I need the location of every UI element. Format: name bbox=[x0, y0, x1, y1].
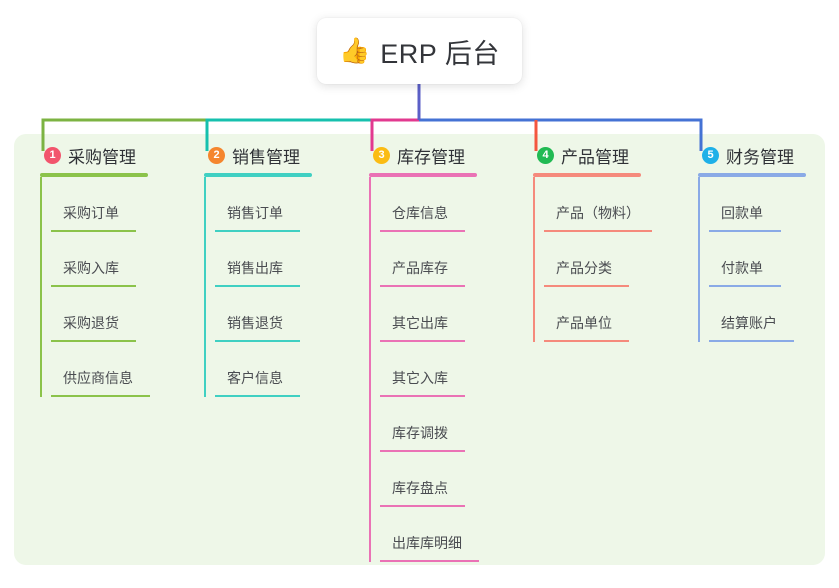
branch-items-2: 销售订单销售出库销售退货客户信息 bbox=[204, 177, 312, 397]
list-item-label: 仓库信息 bbox=[392, 205, 448, 221]
list-item-rule bbox=[380, 340, 465, 342]
list-item-rule bbox=[51, 285, 136, 287]
list-item-label: 供应商信息 bbox=[63, 370, 133, 386]
branch-column-5: 5 财务管理回款单付款单结算账户 bbox=[698, 142, 806, 342]
list-item-label: 产品分类 bbox=[556, 260, 612, 276]
branch-items-1: 采购订单采购入库采购退货供应商信息 bbox=[40, 177, 150, 397]
branch-title-3: 库存管理 bbox=[397, 147, 465, 167]
list-item-rule bbox=[51, 340, 136, 342]
list-item[interactable]: 其它出库 bbox=[380, 287, 477, 342]
list-item-rule bbox=[380, 230, 465, 232]
branch-badge-5: 5 bbox=[702, 146, 719, 164]
list-item[interactable]: 产品（物料） bbox=[544, 177, 652, 232]
branch-header-4[interactable]: 4 产品管理 bbox=[533, 142, 641, 168]
branch-column-3: 3 库存管理仓库信息产品库存其它出库其它入库库存调拨库存盘点出库库明细 bbox=[369, 142, 479, 562]
branch-header-rule-2 bbox=[204, 173, 312, 177]
branch-title-4: 产品管理 bbox=[561, 147, 629, 167]
list-item[interactable]: 仓库信息 bbox=[380, 177, 477, 232]
list-item-rule bbox=[709, 285, 781, 287]
list-item-rule bbox=[51, 395, 150, 397]
list-item-rule bbox=[215, 340, 300, 342]
list-item-label: 采购订单 bbox=[63, 205, 119, 221]
root-node-erp-backend[interactable]: 👍 ERP 后台 bbox=[317, 18, 522, 84]
branch-items-4: 产品（物料） 产品分类产品单位 bbox=[533, 177, 652, 342]
list-item-label: 销售出库 bbox=[227, 260, 283, 276]
list-item-label: 其它入库 bbox=[392, 370, 448, 386]
branch-header-rule-3 bbox=[369, 173, 477, 177]
branch-badge-3: 3 bbox=[373, 146, 390, 164]
list-item-rule bbox=[544, 340, 629, 342]
list-item[interactable]: 库存调拨 bbox=[380, 397, 477, 452]
list-item-label: 出库库明细 bbox=[392, 535, 462, 551]
branch-title-2: 销售管理 bbox=[232, 147, 300, 167]
branch-column-2: 2 销售管理销售订单销售出库销售退货客户信息 bbox=[204, 142, 312, 397]
list-item-rule bbox=[215, 395, 300, 397]
list-item-rule bbox=[380, 285, 465, 287]
list-item[interactable]: 出库库明细 bbox=[380, 507, 479, 562]
branch-header-5[interactable]: 5 财务管理 bbox=[698, 142, 806, 168]
list-item[interactable]: 产品库存 bbox=[380, 232, 477, 287]
branch-items-3: 仓库信息产品库存其它出库其它入库库存调拨库存盘点出库库明细 bbox=[369, 177, 479, 562]
list-item-rule bbox=[380, 450, 465, 452]
list-item[interactable]: 产品分类 bbox=[544, 232, 641, 287]
list-item[interactable]: 客户信息 bbox=[215, 342, 312, 397]
list-item-rule bbox=[215, 285, 300, 287]
list-item[interactable]: 采购订单 bbox=[51, 177, 148, 232]
list-item-rule bbox=[709, 340, 794, 342]
list-item[interactable]: 销售订单 bbox=[215, 177, 312, 232]
list-item[interactable]: 产品单位 bbox=[544, 287, 641, 342]
list-item-rule bbox=[215, 230, 300, 232]
branch-header-rule-1 bbox=[40, 173, 148, 177]
list-item[interactable]: 供应商信息 bbox=[51, 342, 150, 397]
list-item[interactable]: 回款单 bbox=[709, 177, 806, 232]
list-item-rule bbox=[380, 560, 479, 562]
list-item[interactable]: 销售出库 bbox=[215, 232, 312, 287]
list-item[interactable]: 付款单 bbox=[709, 232, 806, 287]
root-node-title: ERP 后台 bbox=[380, 38, 500, 69]
branch-header-rule-5 bbox=[698, 173, 806, 177]
list-item[interactable]: 库存盘点 bbox=[380, 452, 477, 507]
list-item-label: 产品（物料） bbox=[556, 205, 640, 221]
list-item[interactable]: 结算账户 bbox=[709, 287, 806, 342]
list-item-label: 采购入库 bbox=[63, 260, 119, 276]
list-item-label: 销售订单 bbox=[227, 205, 283, 221]
list-item[interactable]: 采购入库 bbox=[51, 232, 148, 287]
list-item-rule bbox=[544, 285, 629, 287]
branch-header-3[interactable]: 3 库存管理 bbox=[369, 142, 477, 168]
list-item-label: 销售退货 bbox=[227, 315, 283, 331]
branch-header-rule-4 bbox=[533, 173, 641, 177]
list-item-rule bbox=[380, 395, 465, 397]
list-item-label: 产品库存 bbox=[392, 260, 448, 276]
branch-badge-1: 1 bbox=[44, 146, 61, 164]
list-item-label: 客户信息 bbox=[227, 370, 283, 386]
list-item[interactable]: 其它入库 bbox=[380, 342, 477, 397]
branch-title-5: 财务管理 bbox=[726, 147, 794, 167]
branch-title-1: 采购管理 bbox=[68, 147, 136, 167]
branch-items-5: 回款单付款单结算账户 bbox=[698, 177, 806, 342]
branch-badge-2: 2 bbox=[208, 146, 225, 164]
list-item[interactable]: 采购退货 bbox=[51, 287, 148, 342]
list-item-rule bbox=[51, 230, 136, 232]
list-item-label: 付款单 bbox=[721, 260, 763, 276]
list-item-label: 其它出库 bbox=[392, 315, 448, 331]
list-item-label: 库存盘点 bbox=[392, 480, 448, 496]
branch-column-1: 1 采购管理采购订单采购入库采购退货供应商信息 bbox=[40, 142, 150, 397]
branch-badge-4: 4 bbox=[537, 146, 554, 164]
thumbs-up-icon: 👍 bbox=[339, 36, 371, 65]
list-item-rule bbox=[380, 505, 465, 507]
list-item-rule bbox=[544, 230, 652, 232]
list-item-label: 结算账户 bbox=[721, 315, 777, 331]
branch-header-2[interactable]: 2 销售管理 bbox=[204, 142, 312, 168]
branch-header-1[interactable]: 1 采购管理 bbox=[40, 142, 148, 168]
list-item[interactable]: 销售退货 bbox=[215, 287, 312, 342]
list-item-label: 库存调拨 bbox=[392, 425, 448, 441]
list-item-label: 采购退货 bbox=[63, 315, 119, 331]
list-item-label: 回款单 bbox=[721, 205, 763, 221]
list-item-label: 产品单位 bbox=[556, 315, 612, 331]
diagram-panel-background bbox=[14, 134, 825, 565]
branch-column-4: 4 产品管理产品（物料） 产品分类产品单位 bbox=[533, 142, 652, 342]
list-item-rule bbox=[709, 230, 781, 232]
